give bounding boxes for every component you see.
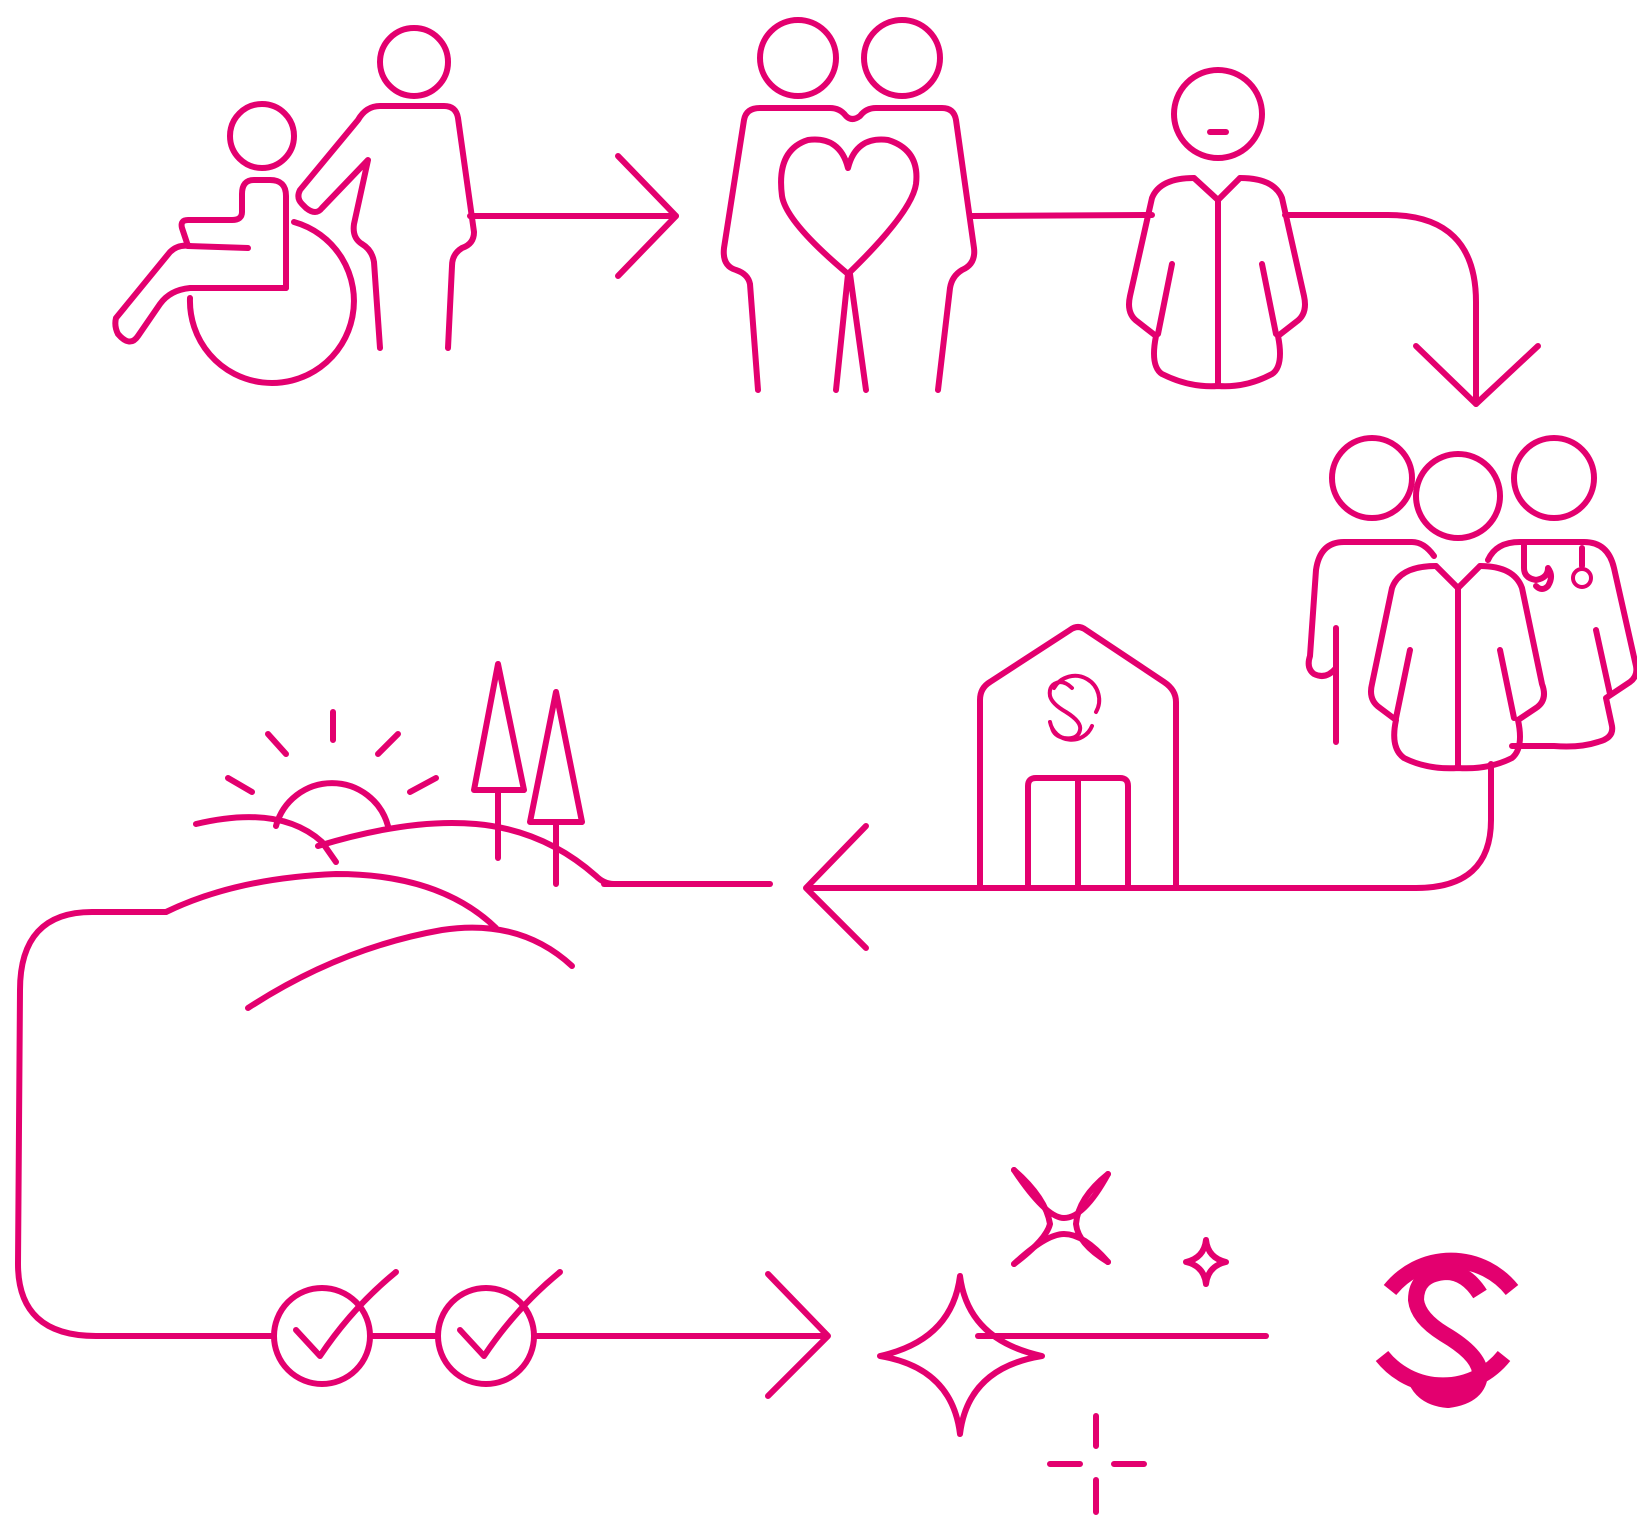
connector-3 (1282, 212, 1479, 407)
check-circle-icon-2 (435, 1269, 563, 1387)
arrow-right-icon-2 (765, 1271, 831, 1399)
arrow-down-icon (1413, 343, 1541, 407)
check-circle-icon (271, 1269, 399, 1387)
arrow-right-icon (615, 153, 679, 279)
brand-s-logo-icon (1375, 1252, 1519, 1409)
wheelchair-caregiver-icon (112, 25, 477, 386)
sparkle-icon (877, 1167, 1229, 1515)
care-facility-icon (977, 624, 1179, 891)
person-in-robe-icon (1126, 67, 1308, 390)
connectors (15, 153, 1541, 1399)
connector-6 (15, 909, 275, 1339)
care-team-icon (1305, 435, 1637, 772)
arrow-left-icon (803, 823, 869, 951)
connector-4 (805, 761, 1494, 891)
couple-heart-icon (720, 17, 978, 393)
connector-2 (969, 212, 1155, 219)
artwork (15, 17, 1637, 1515)
landscape-sunrise-icon (163, 661, 617, 1011)
